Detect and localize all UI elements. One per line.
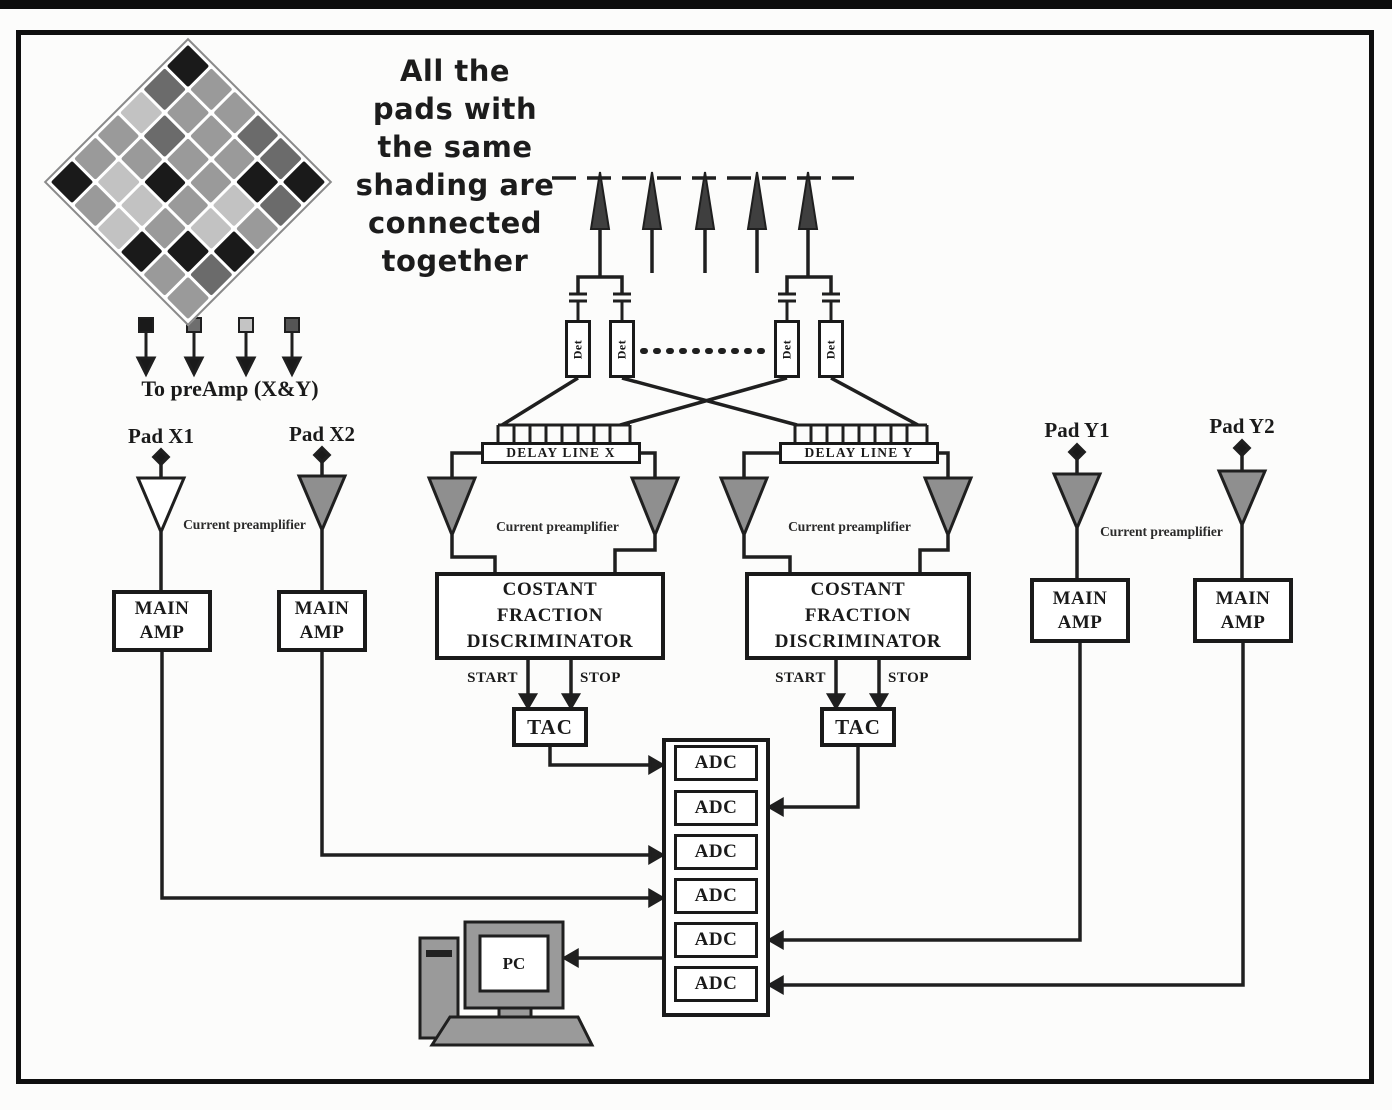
tac-label: TAC <box>835 714 881 739</box>
det-box: Det <box>774 320 800 378</box>
main-amp-line: AMP <box>1057 611 1103 633</box>
tac-x-box: TAC <box>512 707 588 747</box>
det-box: Det <box>609 320 635 378</box>
det-box-label: Det <box>779 339 794 359</box>
pad-y1-label: Pad Y1 <box>1044 418 1110 442</box>
main-amp-line: MAIN <box>1052 587 1108 609</box>
pad-y2-label: Pad Y2 <box>1209 414 1275 438</box>
current-preamp-label: Current preamplifier <box>496 519 619 534</box>
adc-label: ADC <box>694 752 738 773</box>
main-amp-y2-box: MAIN AMP <box>1193 578 1293 643</box>
current-preamp-label: Current preamplifier <box>1100 524 1223 539</box>
main-amp-y1-box: MAIN AMP <box>1030 578 1130 643</box>
main-amp-x1-box: MAIN AMP <box>112 590 212 652</box>
main-amp-line: AMP <box>1220 611 1266 633</box>
caption: All the pads with the same shading are c… <box>328 52 582 280</box>
figure-frame <box>16 30 1374 1084</box>
tac-y-box: TAC <box>820 707 896 747</box>
main-amp-line: AMP <box>139 622 185 643</box>
pc-label: PC <box>502 953 526 973</box>
delay-line-y-box: DELAY LINE Y <box>779 442 939 464</box>
tac-label: TAC <box>527 714 573 739</box>
adc-label: ADC <box>694 797 738 818</box>
cfd-line: DISCRIMINATOR <box>466 631 634 652</box>
caption-line: All the <box>399 54 511 88</box>
start-label: START <box>775 670 826 686</box>
cfd-line: COSTANT <box>502 579 598 600</box>
adc-label: ADC <box>694 885 738 906</box>
caption-line: shading are <box>355 168 555 202</box>
scan-top-edge <box>0 0 1392 9</box>
caption-line: connected <box>367 206 543 240</box>
cfd-x-box: COSTANT FRACTION DISCRIMINATOR <box>435 572 665 660</box>
adc-box-2: ADC <box>674 790 758 826</box>
det-box: Det <box>818 320 844 378</box>
caption-line: the same <box>377 130 533 164</box>
adc-box-1: ADC <box>674 745 758 781</box>
caption-line: together <box>381 244 529 278</box>
main-amp-x2-box: MAIN AMP <box>277 590 367 652</box>
adc-label: ADC <box>694 841 738 862</box>
delay-line-x-label: DELAY LINE X <box>506 445 616 460</box>
adc-box-5: ADC <box>674 922 758 958</box>
cfd-line: FRACTION <box>804 605 912 626</box>
adc-label: ADC <box>694 929 738 950</box>
caption-line: pads with <box>372 92 538 126</box>
current-preamp-label: Current preamplifier <box>183 517 306 532</box>
start-label: START <box>467 670 518 686</box>
stop-label: STOP <box>580 670 621 686</box>
det-box-label: Det <box>823 339 838 359</box>
main-amp-line: AMP <box>299 622 345 643</box>
pad-x2-label: Pad X2 <box>289 422 355 446</box>
cfd-line: COSTANT <box>810 579 906 600</box>
adc-box-6: ADC <box>674 966 758 1002</box>
det-box-label: Det <box>570 339 585 359</box>
stop-label: STOP <box>888 670 929 686</box>
det-box-label: Det <box>614 339 629 359</box>
to-preamp-label: To preAmp (X&Y) <box>141 376 319 401</box>
delay-line-y-label: DELAY LINE Y <box>804 445 914 460</box>
det-box: Det <box>565 320 591 378</box>
pad-x1-label: Pad X1 <box>128 424 194 448</box>
adc-label: ADC <box>694 973 738 994</box>
adc-box-3: ADC <box>674 834 758 870</box>
cfd-y-box: COSTANT FRACTION DISCRIMINATOR <box>745 572 971 660</box>
delay-line-x-box: DELAY LINE X <box>481 442 641 464</box>
cfd-line: DISCRIMINATOR <box>774 631 942 652</box>
main-amp-line: MAIN <box>294 598 350 619</box>
main-amp-line: MAIN <box>1215 587 1271 609</box>
adc-box-4: ADC <box>674 878 758 914</box>
cfd-line: FRACTION <box>496 605 604 626</box>
current-preamp-label: Current preamplifier <box>788 519 911 534</box>
main-amp-line: MAIN <box>134 598 190 619</box>
